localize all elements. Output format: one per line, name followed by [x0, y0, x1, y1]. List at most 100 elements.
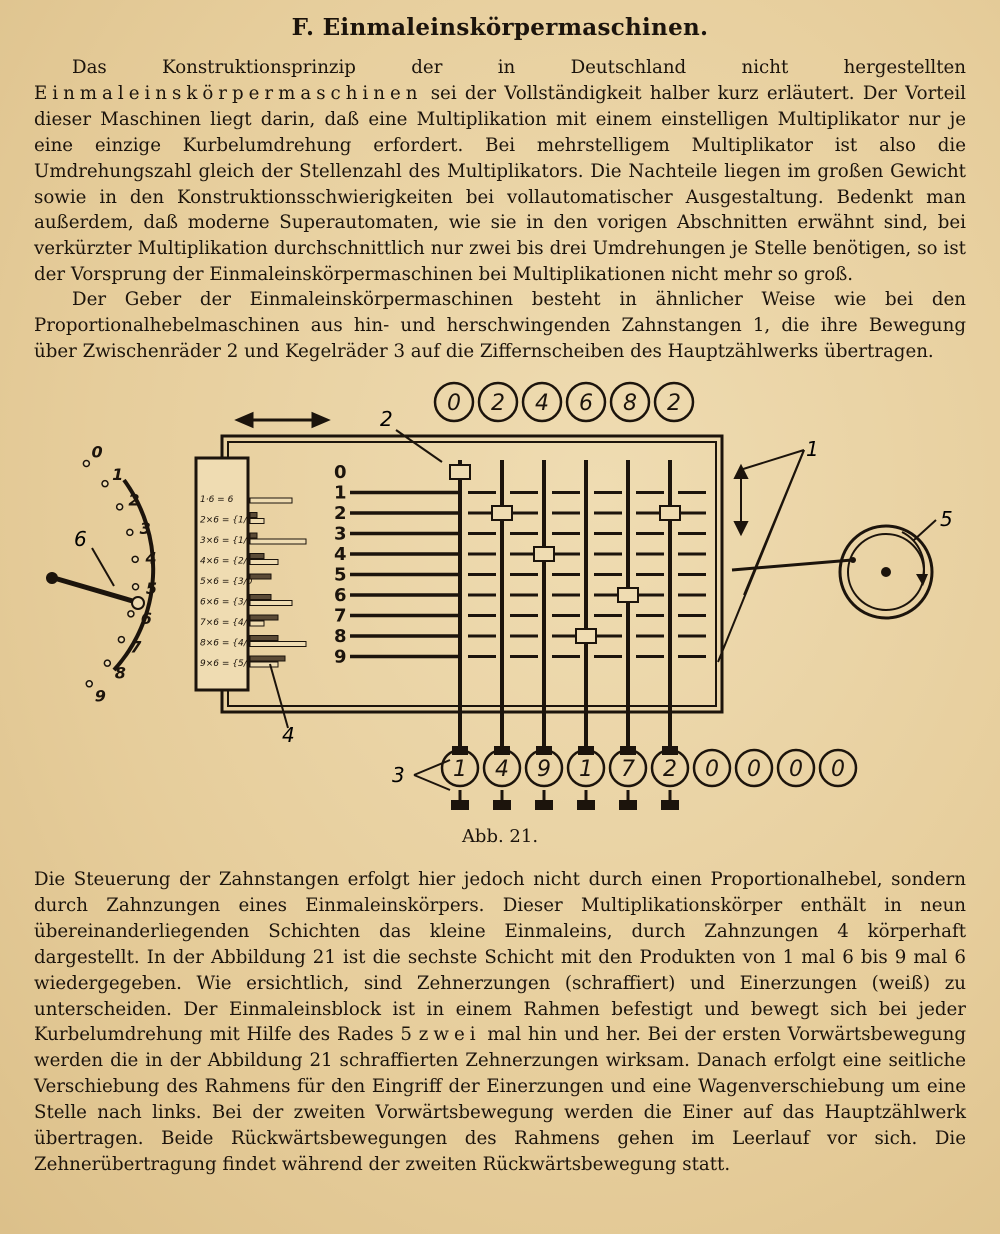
ones-tongue — [249, 559, 279, 565]
rack-slider — [659, 505, 681, 521]
rack-slider — [533, 546, 555, 562]
rack-slider — [449, 464, 471, 480]
top-digit: 2 — [491, 391, 505, 416]
bottom-digit: 1 — [579, 757, 593, 782]
row-number: 3 — [334, 524, 347, 545]
dial-number: 0 — [92, 443, 103, 462]
table-row-text: 5×6 = {3/0 — [200, 577, 253, 587]
row-number: 2 — [334, 503, 347, 524]
paragraph-3-spaced-word: zwei — [418, 1024, 481, 1046]
bottom-digit: 9 — [537, 757, 551, 782]
horizontal-motion-arrow — [234, 411, 331, 429]
tens-tongue — [249, 655, 286, 662]
bottom-digit: 0 — [705, 757, 719, 782]
tens-tongue — [249, 512, 258, 518]
selector-lever — [46, 572, 145, 610]
rack-slider — [491, 505, 513, 521]
paragraph-2: Der Geber der Einmaleinskörpermaschinen … — [34, 289, 966, 362]
table-row-text: 7×6 = {4/2 — [200, 618, 253, 628]
dial-dot — [115, 503, 124, 511]
dial-dot — [101, 479, 109, 488]
row-number: 5 — [334, 565, 347, 586]
bottom-digit-ring — [692, 748, 732, 788]
ones-tongue — [249, 600, 293, 606]
bottom-digit: 0 — [831, 757, 845, 782]
row-number: 6 — [334, 585, 347, 606]
table-row-text: 8×6 = {4/8 — [200, 639, 253, 649]
table-row-text: 6×6 = {3/6 — [200, 598, 253, 608]
callout-3: 3 — [392, 763, 405, 787]
tens-tongue — [249, 553, 265, 559]
bevel-gear-bottom — [451, 800, 469, 810]
tooth-tongues — [249, 497, 307, 668]
bottom-digit: 2 — [663, 757, 677, 782]
callout-5: 5 — [940, 507, 953, 531]
table-row-text: 2×6 = {1/2 — [200, 516, 253, 526]
dial-number: 5 — [146, 579, 157, 598]
row-number: 8 — [334, 626, 347, 647]
bottom-digit-ring — [734, 748, 774, 788]
callout-lines — [91, 429, 937, 791]
tens-tongue — [249, 614, 279, 621]
bottom-digit-ring — [482, 748, 522, 788]
top-digit: 4 — [535, 391, 549, 416]
dial-dot — [103, 659, 112, 667]
dial-dot — [117, 635, 126, 644]
paragraph-1: Das Konstruktionsprinzip der in Deutschl… — [34, 55, 966, 288]
tens-tongue — [249, 635, 279, 641]
dial-number: 1 — [112, 465, 123, 484]
page-title: F. Einmaleinskörpermaschinen. — [291, 14, 709, 41]
top-digit: 6 — [579, 391, 593, 416]
bevel-gear-bottom — [493, 800, 511, 810]
table-row-text: 3×6 = {1/8 — [200, 536, 253, 546]
top-digit-ring — [653, 381, 695, 423]
dial-dot — [131, 555, 139, 564]
dial-number: 6 — [141, 609, 152, 628]
bottom-digit-ring — [818, 748, 858, 788]
row-number: 4 — [334, 544, 347, 565]
tens-tongue — [249, 594, 272, 600]
row-number: 7 — [334, 606, 347, 627]
row-number: 1 — [334, 483, 347, 504]
bottom-digit-ring — [440, 748, 480, 788]
paragraph-3-text-b: mal hin und her. Bei der ersten Vorwärts… — [34, 1024, 966, 1175]
bottom-digit-ring — [776, 748, 816, 788]
paragraph-3-text-a: Die Steuerung der Zahnstangen erfolgt hi… — [34, 869, 966, 1046]
tens-tongue — [249, 573, 272, 580]
dial-number: 9 — [95, 686, 106, 705]
top-digit-ring — [609, 381, 651, 423]
ones-tongue — [249, 641, 307, 647]
paragraph-3: Die Steuerung der Zahnstangen erfolgt hi… — [34, 867, 966, 1178]
multiplication-table: 1·6 = 62×6 = {1/23×6 = {1/84×6 = {2/45×6… — [200, 495, 253, 669]
top-digit: 0 — [447, 391, 461, 416]
bottom-digit-ring — [524, 748, 564, 788]
dial-number: 7 — [130, 637, 142, 656]
vertical-motion-arrow — [733, 463, 749, 537]
paragraph-1-spaced-word: Einmaleinskörpermaschinen — [34, 82, 423, 104]
bottom-digit-ring — [608, 748, 648, 788]
ones-tongue — [249, 620, 265, 627]
dial-dot — [131, 583, 140, 591]
table-row-text: 1·6 = 6 — [200, 495, 234, 505]
dial-dot — [127, 610, 135, 618]
callout-2: 2 — [380, 407, 393, 431]
bevel-gear-bottom — [535, 800, 553, 810]
tens-tongue — [249, 532, 258, 539]
rack-slider — [575, 628, 597, 644]
vertical-racks — [449, 460, 681, 810]
ones-tongue — [249, 497, 293, 504]
figure-caption: Abb. 21. — [461, 826, 539, 847]
dial-dot — [126, 528, 134, 537]
bottom-digit-ring — [566, 748, 606, 788]
bevel-gear-bottom — [661, 800, 679, 810]
ones-tongue — [249, 538, 307, 545]
top-digit-ring — [521, 381, 563, 423]
top-digit: 8 — [623, 391, 637, 416]
dial-number: 8 — [115, 664, 126, 683]
